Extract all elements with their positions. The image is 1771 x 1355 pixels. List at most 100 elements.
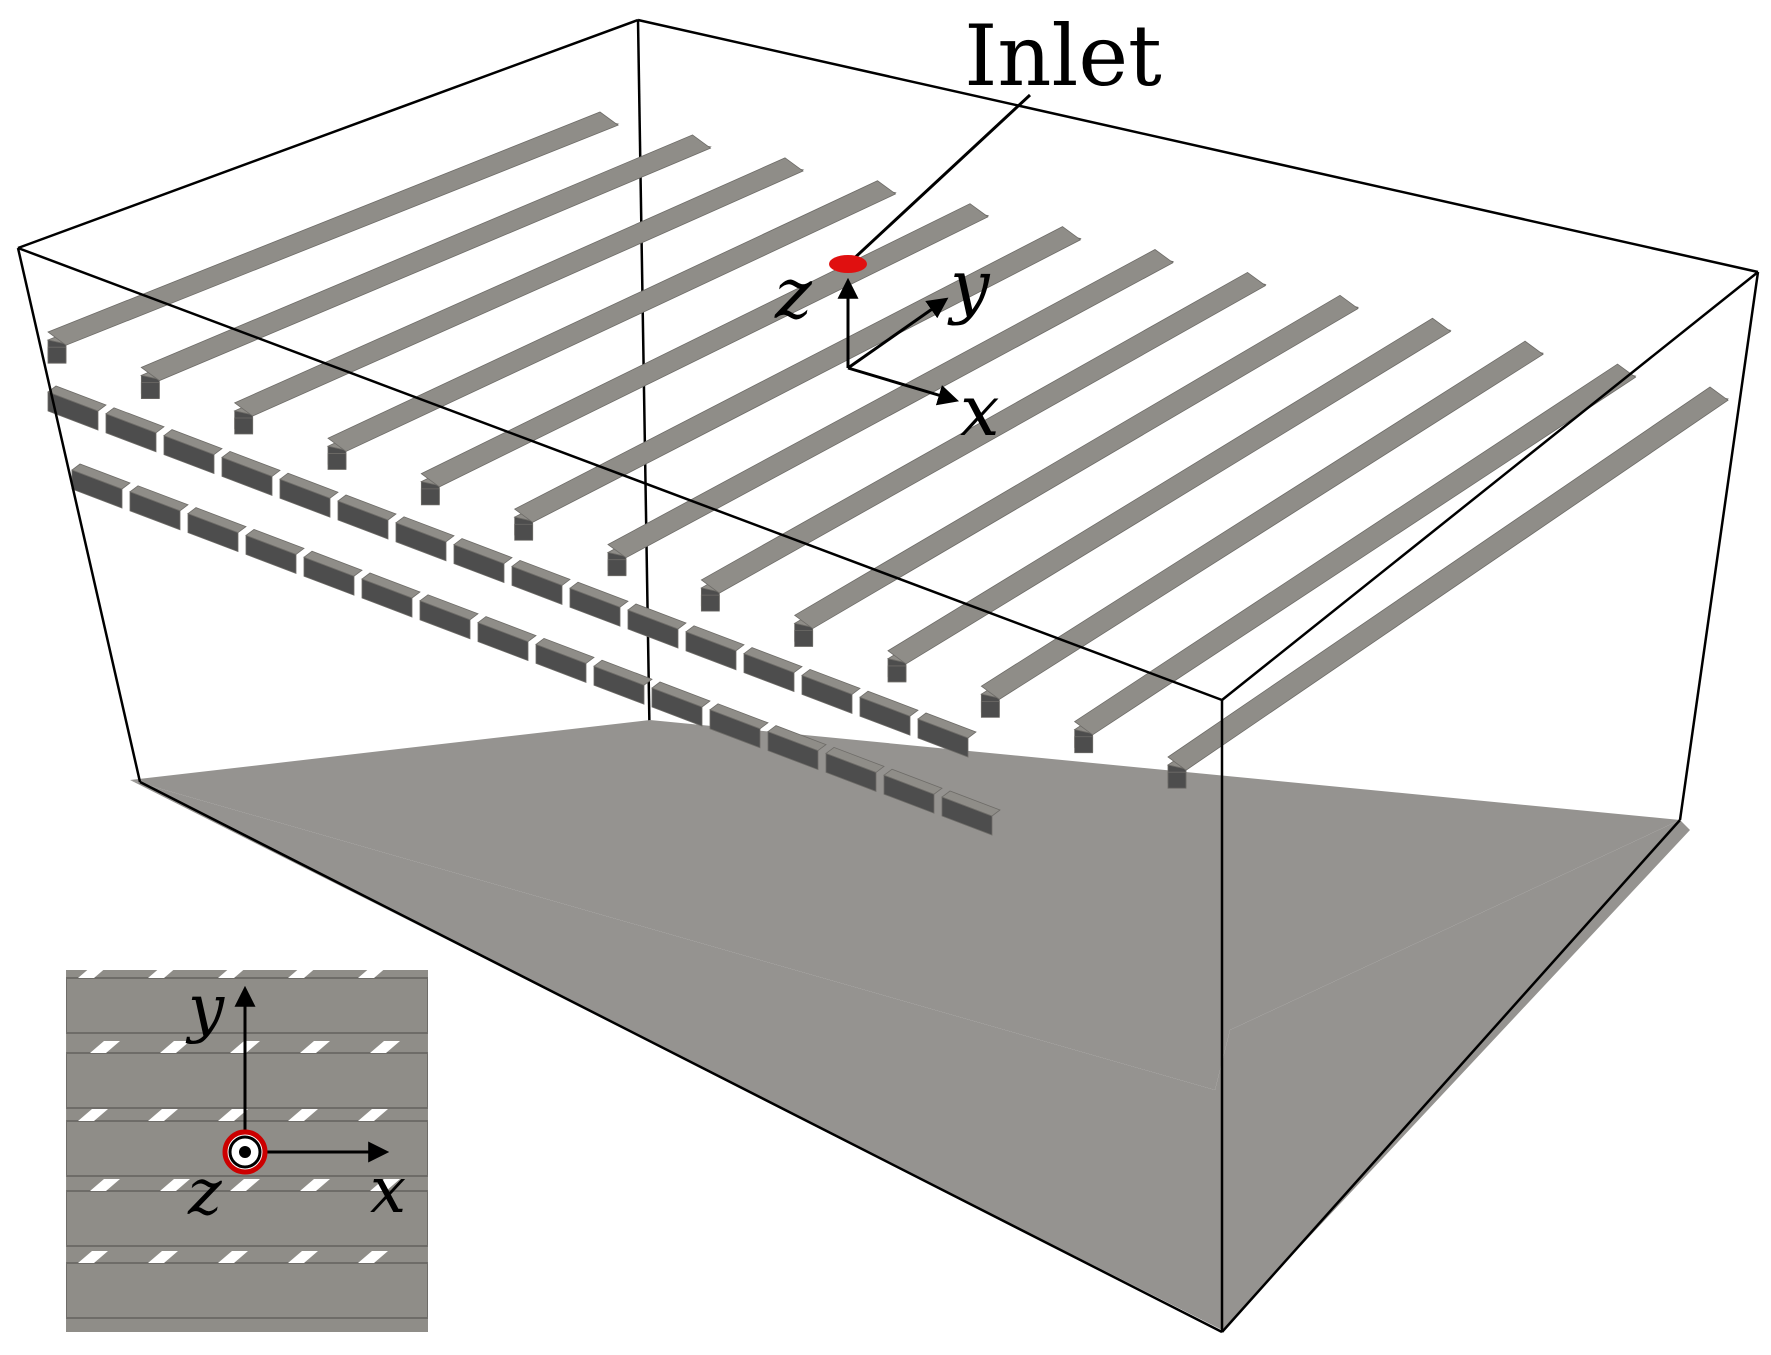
main-axis-z-label: z [774, 253, 813, 335]
inset-pore [160, 1041, 190, 1053]
top-strand-face [1073, 363, 1637, 736]
top-strand-side [794, 630, 814, 647]
lower-strand-block-top [245, 528, 305, 555]
top-strand-face [1167, 386, 1729, 771]
lower-strand-block-top [801, 668, 861, 695]
lower-strand-block-top [941, 790, 1001, 817]
lower-strand-block-top [419, 594, 479, 621]
inset-pore [78, 970, 104, 978]
lower-strand-block-top [685, 625, 745, 652]
top-strand-face [47, 111, 619, 346]
inset-pore [218, 970, 244, 978]
lower-strand-block-top [883, 768, 943, 795]
inset-strand [66, 1262, 428, 1319]
lower-strand-block-top [569, 581, 629, 608]
top-strand-side [607, 559, 627, 577]
lower-strand-block-top [303, 550, 363, 577]
inset-pore [358, 1109, 388, 1121]
lower-strand-block-top [511, 559, 571, 586]
lower-strand-block-top [395, 516, 455, 543]
top-strand-side [140, 382, 160, 400]
inset-pore [300, 1041, 330, 1053]
top-strand-face [233, 157, 804, 417]
inset-pore [358, 970, 384, 978]
lower-strand-block-top [163, 429, 223, 456]
lower-strand-block-top [221, 450, 281, 477]
inset-top-view: y x z [66, 966, 470, 1332]
inset-pore [78, 1251, 108, 1263]
top-strand-side [980, 700, 1000, 718]
inset-pore [288, 1251, 318, 1263]
inset-axis-z-label: z [187, 1156, 223, 1230]
inset-pore [300, 1179, 330, 1191]
main-axis-y-label: y [947, 245, 991, 327]
lower-strand-block-top [105, 407, 165, 434]
top-strand-side [420, 488, 440, 506]
inset-axis-y-label: y [185, 972, 225, 1046]
top-strand-side [1167, 771, 1187, 789]
lower-strand-block-top [743, 647, 803, 674]
inset-pore [230, 1179, 260, 1191]
top-strand-face [607, 249, 1174, 559]
lower-strand-block-top [593, 659, 653, 686]
inset-pore [148, 1251, 178, 1263]
lower-strand-block-top [651, 681, 711, 708]
inset-pore [218, 1251, 248, 1263]
inset-pore [148, 1109, 178, 1121]
top-strand-face [700, 271, 1267, 594]
lower-strand-block-top [187, 507, 247, 534]
inlet-label: Inlet [964, 7, 1162, 105]
lower-strand-block-top [535, 637, 595, 664]
lower-strand-block-top [825, 746, 885, 773]
lower-strand-block-top [361, 572, 421, 599]
inset-pore [90, 1041, 120, 1053]
top-strand-face [980, 340, 1544, 700]
inset-pore [440, 1179, 470, 1191]
top-strand-side [1074, 736, 1094, 754]
inlet-marker [829, 93, 1032, 273]
inset-axis-x-label: x [370, 1154, 406, 1228]
inset-pore [428, 1251, 458, 1263]
inset-pore [288, 1109, 318, 1121]
lower-strand-block-top [627, 603, 687, 630]
inset-pore [160, 1179, 190, 1191]
inset-pore [148, 970, 174, 978]
lower-strand-block-top [709, 703, 769, 730]
inset-pore [78, 1109, 108, 1121]
top-strand-side [327, 453, 347, 470]
inset-strand [66, 1190, 428, 1247]
lower-strand-block-top [859, 690, 919, 717]
top-strand-face [140, 134, 712, 382]
inset-pore [288, 970, 314, 978]
lower-strand-block-top [767, 725, 827, 752]
inset-pore [370, 1041, 400, 1053]
lower-strand-block-top [917, 712, 977, 739]
inset-pore [428, 966, 458, 978]
substrate-plate [130, 720, 1680, 1090]
substrate-plate-front [130, 780, 1690, 1330]
inset-pore [218, 1109, 248, 1121]
top-lattice-layer [46, 111, 1729, 789]
lower-strand-block-top [477, 616, 537, 643]
inset-pore [370, 1179, 400, 1191]
top-strand-side [887, 665, 907, 683]
bounding-box-front [16, 246, 1760, 1334]
inset-strand [66, 977, 428, 1034]
top-strand-side [47, 346, 67, 364]
lower-strand-block-top [453, 538, 513, 565]
top-strand-face [420, 203, 989, 488]
lower-strand-block-top [337, 494, 397, 521]
top-strand-face [327, 180, 897, 452]
main-axes [837, 277, 960, 406]
inset-strand [66, 1052, 428, 1109]
inset-pore [90, 1179, 120, 1191]
top-strand-side [234, 417, 254, 435]
lower-strand-block-top [71, 463, 131, 490]
inset-pore [358, 1251, 388, 1263]
lower-strand-block-top [279, 472, 339, 499]
inset-pore [428, 1109, 458, 1121]
top-strand-face [887, 317, 1452, 665]
inlet-point [829, 255, 867, 273]
top-strand-side [514, 523, 534, 541]
